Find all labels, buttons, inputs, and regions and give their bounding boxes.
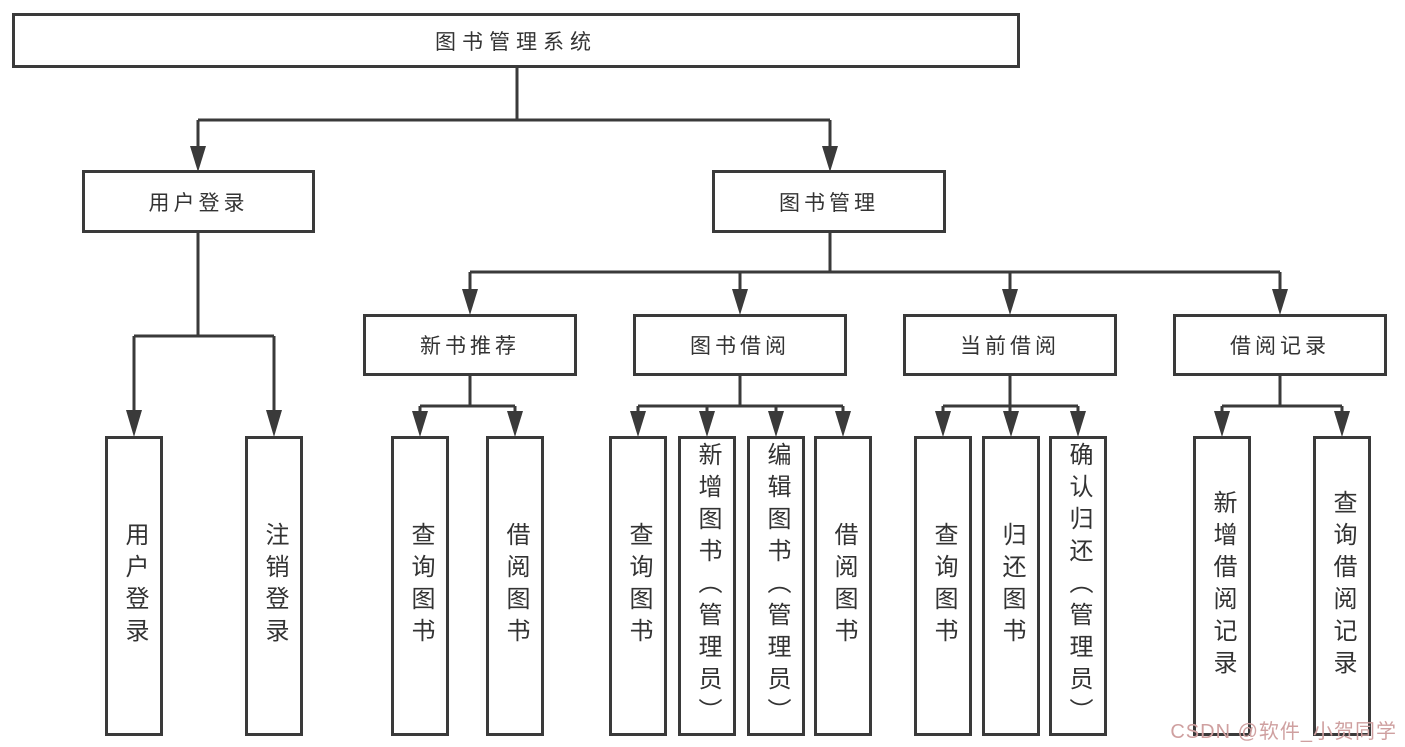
leaf-confirm-return-admin: 确认归还（管理员）	[1049, 436, 1107, 736]
leaf-label: 借阅图书	[830, 522, 857, 650]
leaf-label: 确认归还（管理员）	[1065, 442, 1092, 730]
node-label: 借阅记录	[1230, 335, 1330, 358]
node-label: 新书推荐	[420, 335, 520, 358]
leaf-add-borrow-record: 新增借阅记录	[1193, 436, 1251, 736]
leaf-label: 用户登录	[121, 522, 148, 650]
node-user-login: 用户登录	[82, 170, 315, 233]
leaf-borrow-book-recommend: 借阅图书	[486, 436, 544, 736]
leaf-user-login: 用户登录	[105, 436, 163, 736]
leaf-add-book-admin: 新增图书（管理员）	[678, 436, 736, 736]
node-label: 当前借阅	[960, 335, 1060, 358]
leaf-label: 借阅图书	[502, 522, 529, 650]
node-label: 图书借阅	[690, 335, 790, 358]
leaf-label: 查询借阅记录	[1329, 490, 1356, 682]
leaf-label: 编辑图书（管理员）	[763, 442, 790, 730]
connector-book-mgmt	[462, 231, 1288, 315]
leaf-label: 注销登录	[261, 522, 288, 650]
leaf-label: 查询图书	[930, 522, 957, 650]
leaf-edit-book-admin: 编辑图书（管理员）	[747, 436, 805, 736]
connector-user-login	[126, 231, 282, 437]
node-borrow-records: 借阅记录	[1173, 314, 1387, 376]
node-root-system: 图书管理系统	[12, 13, 1020, 68]
leaf-borrow-book: 借阅图书	[814, 436, 872, 736]
connector-root	[190, 67, 838, 172]
leaf-label: 查询图书	[407, 522, 434, 650]
leaf-label: 归还图书	[998, 522, 1025, 650]
csdn-watermark: CSDN @软件_小贺同学	[1170, 721, 1397, 743]
leaf-query-book-borrow: 查询图书	[609, 436, 667, 736]
leaf-query-borrow-record: 查询借阅记录	[1313, 436, 1371, 736]
leaf-query-book-current: 查询图书	[914, 436, 972, 736]
connector-book-borrow	[630, 374, 851, 437]
node-current-borrow: 当前借阅	[903, 314, 1117, 376]
node-book-mgmt: 图书管理	[712, 170, 946, 233]
leaf-logout: 注销登录	[245, 436, 303, 736]
connector-new-book	[412, 374, 523, 437]
connector-current-borrow	[935, 374, 1086, 437]
leaf-query-book-recommend: 查询图书	[391, 436, 449, 736]
node-label: 图书管理	[779, 191, 879, 215]
connector-borrow-records	[1214, 374, 1350, 437]
leaf-label: 新增图书（管理员）	[694, 442, 721, 730]
node-root-label: 图书管理系统	[435, 30, 597, 54]
leaf-return-book: 归还图书	[982, 436, 1040, 736]
leaf-label: 新增借阅记录	[1209, 490, 1236, 682]
node-new-book-recommend: 新书推荐	[363, 314, 577, 376]
leaf-label: 查询图书	[625, 522, 652, 650]
node-book-borrow: 图书借阅	[633, 314, 847, 376]
node-label: 用户登录	[148, 191, 249, 215]
